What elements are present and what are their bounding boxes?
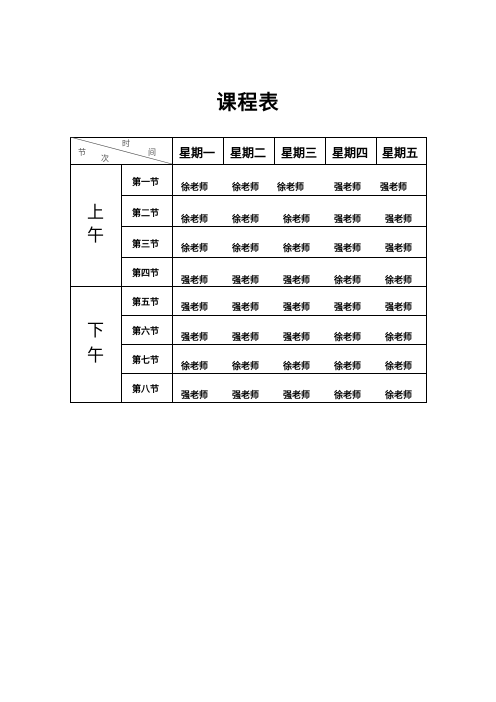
table-cell: 强老师 [283,303,311,313]
table-cell: 徐老师 [334,333,362,343]
day-header: 星期五 [382,146,419,160]
afternoon-label: 午 [87,346,104,366]
table-cell: 徐老师 [277,183,305,193]
header-divider [70,164,427,165]
period-label: 第八节 [132,385,160,395]
table-cell: 强老师 [334,183,362,193]
morning-label: 上 [87,203,104,223]
col-divider [121,164,122,403]
period-label: 第七节 [132,356,160,366]
afternoon-label: 下 [87,321,104,341]
table-cell: 强老师 [334,303,362,313]
table-cell: 强老师 [380,183,408,193]
day-header: 星期一 [179,146,216,160]
table-cell: 强老师 [181,391,209,401]
table-cell: 徐老师 [385,276,413,286]
table-cell: 徐老师 [232,183,260,193]
period-label: 第六节 [132,327,160,337]
table-cell: 强老师 [181,276,209,286]
table-cell: 徐老师 [334,362,362,372]
table-border-top [70,137,427,138]
table-cell: 徐老师 [283,362,311,372]
table-cell: 徐老师 [232,244,260,254]
table-cell: 徐老师 [181,215,209,225]
period-label: 第一节 [132,178,160,188]
table-cell: 徐老师 [232,362,260,372]
row-divider [121,257,427,258]
table-cell: 强老师 [232,276,260,286]
table-cell: 强老师 [334,215,362,225]
table-cell: 强老师 [283,391,311,401]
table-cell: 徐老师 [181,244,209,254]
table-cell: 强老师 [283,276,311,286]
col-divider [325,137,326,164]
table-cell: 强老师 [283,333,311,343]
table-cell: 徐老师 [334,391,362,401]
table-cell: 强老师 [181,333,209,343]
day-header: 星期三 [281,146,318,160]
table-cell: 徐老师 [283,244,311,254]
table-border-right [426,137,427,403]
table-cell: 强老师 [232,333,260,343]
table-cell: 强老师 [232,303,260,313]
table-cell: 强老师 [385,244,413,254]
table-cell: 徐老师 [283,215,311,225]
table-cell: 徐老师 [385,333,413,343]
table-border-bottom [70,402,427,403]
table-cell: 徐老师 [232,215,260,225]
period-label: 第五节 [132,298,160,308]
day-header: 星期四 [332,146,369,160]
table-cell: 强老师 [334,244,362,254]
row-divider [121,195,427,196]
table-cell: 强老师 [181,303,209,313]
corner-label-section: 次 [101,154,109,163]
row-divider [121,315,427,316]
table-cell: 徐老师 [181,362,209,372]
table-cell: 强老师 [232,391,260,401]
day-header: 星期二 [230,146,267,160]
col-divider [223,137,224,164]
period-label: 第四节 [132,269,160,279]
page-title: 课程表 [216,90,280,114]
table-border-left [70,137,71,403]
table-cell: 强老师 [385,215,413,225]
period-label: 第二节 [132,209,160,219]
table-cell: 徐老师 [181,183,209,193]
col-divider [376,137,377,164]
corner-label-section: 节 [78,148,86,157]
table-cell: 徐老师 [334,276,362,286]
col-divider [274,137,275,164]
table-cell: 徐老师 [385,391,413,401]
row-divider [121,373,427,374]
row-divider [121,226,427,227]
morning-label: 午 [87,226,104,246]
corner-label-time: 间 [148,148,156,157]
corner-diagonal [70,137,173,165]
table-cell: 徐老师 [385,362,413,372]
period-label: 第三节 [132,240,160,250]
table-cell: 强老师 [385,303,413,313]
half-divider [70,286,427,287]
row-divider [121,344,427,345]
col-divider [172,137,173,403]
corner-label-time: 时 [122,139,130,148]
